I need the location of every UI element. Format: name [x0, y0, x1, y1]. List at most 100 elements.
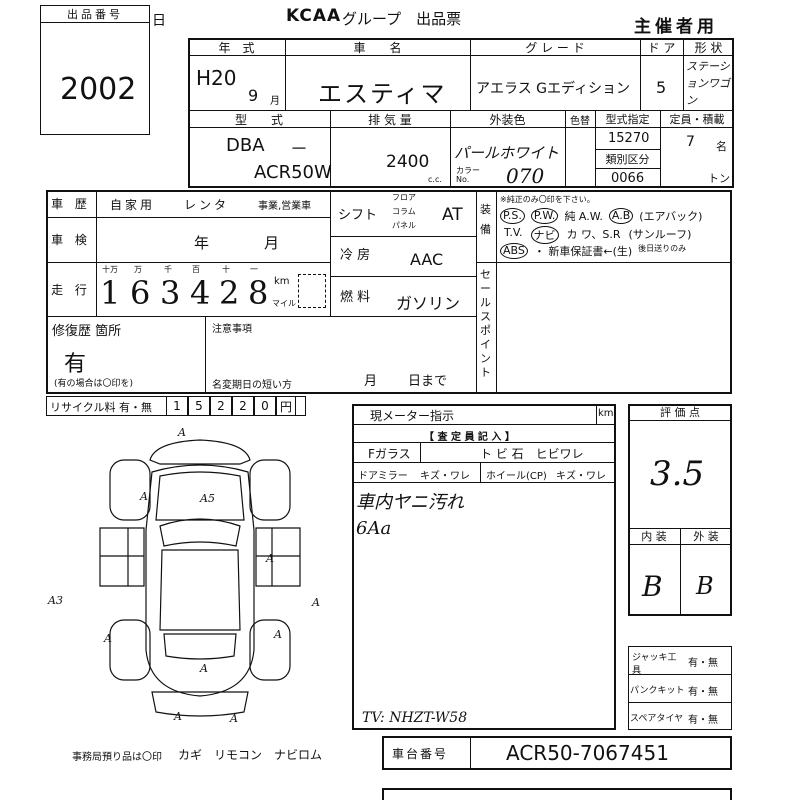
- type-spec-value: 15270: [608, 131, 650, 146]
- equip-ab-note: (エアバック): [639, 210, 703, 223]
- doors-value: 5: [656, 78, 667, 97]
- digit-label-4: 十: [222, 265, 230, 274]
- history-business: 事業,営業車: [258, 201, 312, 212]
- displacement-label: 排 気 量: [368, 112, 412, 127]
- model-label: 型 式: [234, 112, 283, 127]
- shift-label: シフト: [338, 208, 378, 223]
- body-type-label: 形 状: [694, 40, 723, 55]
- capacity-value: 7: [686, 134, 695, 150]
- recycle-digits: 1 5 2 2 0 円: [166, 396, 296, 416]
- mileage-digit: 2: [219, 274, 240, 312]
- interior-label: 内 装: [641, 530, 667, 543]
- jack-yes-no: 有・無: [688, 658, 718, 669]
- puncture-yes-no: 有・無: [688, 687, 718, 698]
- equip-ab: A.B: [608, 208, 634, 224]
- type-spec-label: 型式指定: [605, 113, 650, 126]
- color-no-label: カラー No.: [456, 166, 480, 184]
- rename-label: 名変期日の短い方: [212, 380, 292, 391]
- damage-mark: A5: [199, 492, 215, 505]
- month-suffix: 月: [270, 96, 280, 107]
- history-table: [46, 190, 732, 394]
- inspection-label: 車 検: [51, 233, 91, 247]
- chassis-row: [382, 736, 732, 770]
- score-label: 評 価 点: [660, 406, 700, 419]
- accessories-box: [628, 646, 732, 730]
- capacity-label: 定員・積載: [669, 113, 725, 126]
- displacement-unit: c.c.: [428, 175, 442, 184]
- lot-number: 2002: [60, 72, 137, 107]
- car-name-label: 車 名: [353, 40, 402, 55]
- vehicle-info-table: [188, 38, 734, 188]
- grade-label: グ レ ー ド: [525, 40, 585, 55]
- color-change-label: 色替: [570, 115, 590, 127]
- model-code: ACR50W: [254, 162, 332, 183]
- inspection-year: 年: [194, 234, 210, 252]
- year-label: 年 式: [218, 40, 255, 55]
- damage-mark: A: [173, 710, 182, 723]
- grade-value: アエラス Gエディション: [476, 81, 631, 97]
- equipment-row-3: ABS ・ 新車保証書←(生) 後日送りのみ: [500, 243, 686, 259]
- km-label: km: [274, 276, 290, 287]
- equip-later: 後日送りのみ: [638, 244, 687, 253]
- damage-mark: A: [265, 552, 274, 565]
- displacement-value: 2400: [386, 152, 430, 172]
- chassis-value: ACR50-7067451: [506, 741, 669, 765]
- fuel-value: ガソリン: [396, 294, 461, 313]
- equipment-note: ※純正のみ〇印を下さい。: [500, 195, 595, 204]
- group-title: グループ 出品票: [342, 10, 462, 28]
- shift-opt-column: コラム: [392, 207, 416, 216]
- equip-aw: 純 A.W.: [564, 210, 603, 223]
- damage-mark: A: [139, 490, 148, 503]
- equipment-row-2: T.V. ナビ カ ワ、S.R (サンルーフ): [504, 226, 691, 244]
- car-diagram: A A A5 A3 A A A A A A A: [47, 426, 320, 725]
- chassis-label: 車台番号: [392, 747, 449, 761]
- equipment-row-1: P.S. P.W. 純 A.W. A.B (エアバック): [500, 208, 702, 224]
- keys-items: カギ リモコン ナビロム: [178, 748, 323, 762]
- score-value: 3.5: [650, 454, 705, 494]
- meter-label: 現メーター指示: [370, 409, 455, 423]
- month-value: 9: [248, 86, 259, 105]
- organizer-label: 主催者用: [634, 17, 718, 37]
- repair-label: 修復歴 箇所: [52, 324, 122, 339]
- lot-label: 出品番号: [40, 5, 150, 23]
- digit-label-5: 一: [250, 265, 258, 274]
- fuel-label: 燃 料: [340, 290, 371, 305]
- wheel-options: キズ・ワレ: [556, 471, 606, 482]
- rename-month: 月: [364, 374, 378, 389]
- shift-value: AT: [442, 205, 463, 225]
- color-no-value: 070: [506, 164, 545, 188]
- equip-navi: ナビ: [530, 226, 559, 244]
- repair-note: (有の場合は〇印を): [54, 379, 134, 389]
- inspector-label: 【 査 定 員 記 入 】: [424, 432, 515, 443]
- equip-sr-note: (サンルーフ): [628, 228, 692, 241]
- mileage-digit: 3: [160, 274, 181, 312]
- equip-warranty: ・ 新車保証書←(生): [533, 245, 633, 258]
- repair-value: 有: [64, 352, 87, 377]
- damage-mark: A: [273, 628, 282, 641]
- history-label: 車 歴: [51, 197, 91, 211]
- digit-label-1: 万: [134, 265, 142, 274]
- year-value: H20: [196, 66, 237, 90]
- shift-opt-panel: パネル: [392, 221, 416, 230]
- exterior-value: B: [696, 572, 714, 600]
- spare-label: スペアタイヤ: [630, 714, 684, 724]
- brand-logo: KCAA: [286, 6, 342, 26]
- equip-leather: カ ワ、S.R: [566, 228, 621, 241]
- equip-abs: ABS: [500, 243, 528, 259]
- shift-opt-floor: フロア: [392, 193, 416, 202]
- capacity-unit: 名: [716, 140, 727, 153]
- fglass-options: ト ビ 石 ヒビワレ: [480, 447, 584, 461]
- tv-note: TV: NHZT-W58: [362, 710, 468, 726]
- damage-mark: A: [199, 662, 208, 675]
- class-label: 類別区分: [605, 153, 650, 166]
- doors-label: ド ア: [647, 40, 676, 55]
- equipment-label: 装備: [480, 203, 491, 236]
- history-private: 自家用: [110, 198, 156, 212]
- hand-note-1: 車内ヤニ汚れ: [356, 492, 464, 513]
- wheel-label: ホイール(CP): [486, 471, 547, 482]
- inspection-table: [352, 404, 616, 730]
- damage-mark: A: [177, 426, 186, 439]
- body-type-value: ステーションワゴン: [686, 60, 730, 107]
- car-name-value: エスティマ: [318, 80, 447, 108]
- recycle-digit: 0: [254, 396, 276, 416]
